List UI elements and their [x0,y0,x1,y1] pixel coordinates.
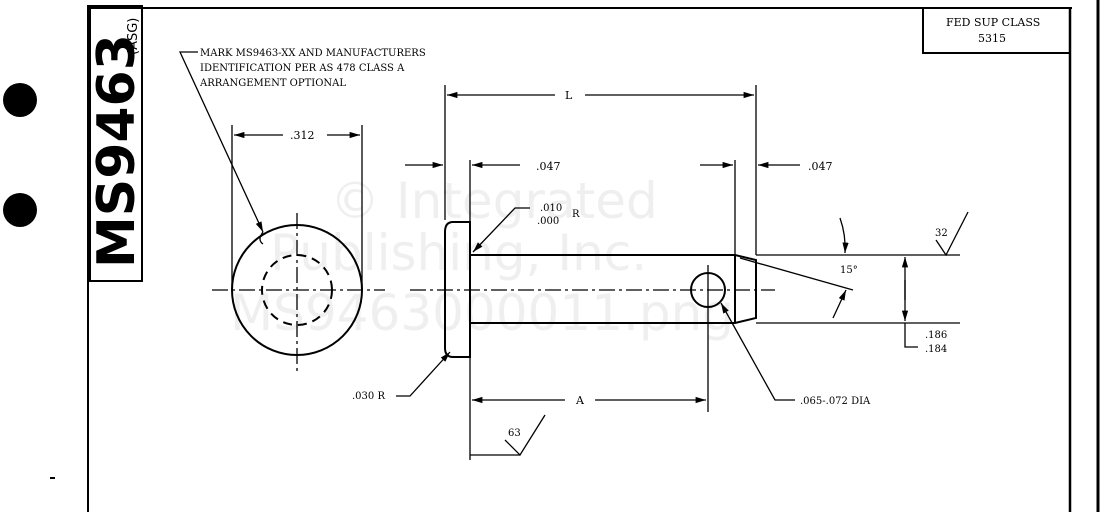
class-label: FED SUP CLASS [946,16,1040,29]
length-dim: L [565,89,573,102]
head-dia-dim: .312 [290,129,315,142]
head-radius-dim: .030 R [352,391,385,402]
finish-shank: 32 [935,228,948,239]
shank-min-dim: .184 [925,344,947,355]
end-view: .312 [212,125,385,372]
fed-sup-class-box: FED SUP CLASS 5315 [922,7,1071,54]
watermark-line: MS9463000011.png [230,284,734,342]
note-line: IDENTIFICATION PER AS 478 CLASS A [200,63,405,74]
side-view: L .047 .047 .010 .000 R .030 R A .065-.0… [352,85,969,460]
fillet-bottom: .000 [537,216,559,227]
binder-hole [3,193,37,227]
hole-dia-dim: .065-.072 DIA [800,396,871,407]
class-value: 5315 [978,32,1006,45]
left-gap-dim: .047 [536,160,561,173]
watermark: © Integrated Publishing, Inc. MS94630000… [230,172,734,342]
marking-note: MARK MS9463-XX AND MANUFACTURERS IDENTIF… [178,48,426,245]
binder-hole [3,83,37,117]
watermark-line: Publishing, Inc. [270,224,647,282]
right-gap-dim: .047 [808,160,833,173]
part-suffix: (ASG) [126,18,141,55]
fillet-r: R [572,209,580,220]
drawing-frame [87,0,1100,512]
chamfer-angle-dim: 15° [840,265,858,276]
surface-finish-symbol [935,211,969,257]
watermark-line: © Integrated [330,172,658,230]
shank-max-dim: .186 [925,330,947,341]
title-block: MS9463 (ASG) [87,5,147,282]
hole-position-dim: A [575,394,585,407]
fillet-top: .010 [540,203,562,214]
part-number: MS9463 [87,34,147,268]
note-line: ARRANGEMENT OPTIONAL [199,78,346,89]
finish-head: 63 [508,428,521,439]
note-line: MARK MS9463-XX AND MANUFACTURERS [200,48,426,59]
